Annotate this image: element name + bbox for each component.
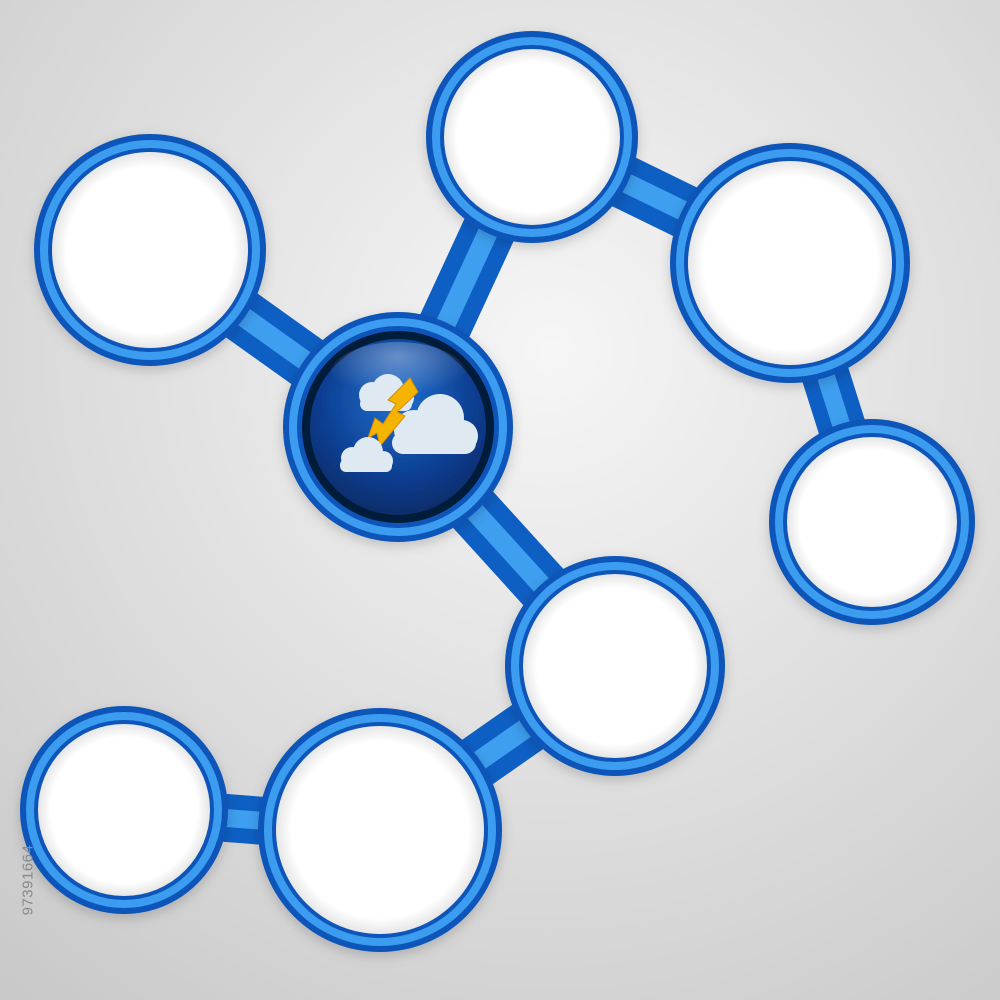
node-top-right xyxy=(670,143,910,383)
node-right xyxy=(769,419,975,625)
stock-id-label: 97391664 xyxy=(19,844,37,916)
node-bottom-center xyxy=(505,556,725,776)
storm-cloud-lightning-icon xyxy=(340,374,478,472)
node-bottom-middle xyxy=(258,708,502,952)
node-bottom-left xyxy=(20,706,228,914)
node-left xyxy=(34,134,266,366)
node-top xyxy=(426,31,638,243)
